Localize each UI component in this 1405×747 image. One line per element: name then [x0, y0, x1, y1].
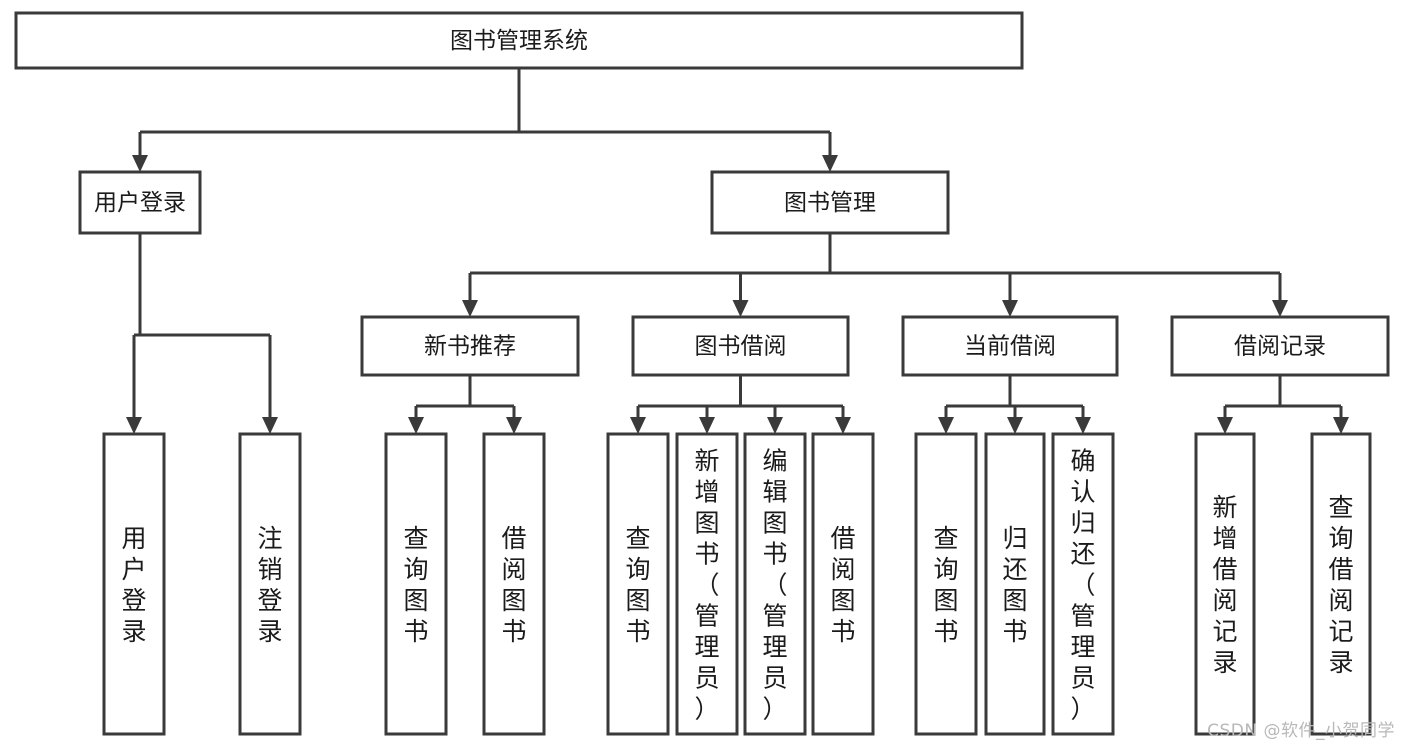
book-borrow-branch-1-arrowhead — [699, 417, 715, 434]
book-manage-branch-0-arrowhead — [462, 300, 478, 317]
node-current-borrow-label: 当前借阅 — [964, 334, 1056, 360]
node-leaf-query-book-2-label: 查询图书 — [625, 524, 650, 646]
node-user-login-box[interactable] — [78, 170, 202, 235]
node-leaf-user-logout-label: 注销登录 — [257, 524, 282, 646]
node-leaf-return-book[interactable]: 归还图书 — [984, 432, 1046, 736]
book-manage-branch-1-arrowhead — [732, 300, 749, 317]
node-leaf-edit-book-label: 编辑图书（管理员） — [762, 447, 787, 724]
node-user-login[interactable]: 用户登录 — [78, 170, 202, 235]
node-leaf-user-login[interactable]: 用户登录 — [102, 432, 166, 736]
node-leaf-query-book-1[interactable]: 查询图书 — [384, 432, 448, 736]
csdn-watermark: CSDN @软件_小贺同学 — [1207, 721, 1395, 741]
book-borrow-branch-3-arrowhead — [835, 417, 851, 434]
node-current-borrow[interactable]: 当前借阅 — [901, 315, 1119, 377]
book-manage-branch-3-arrowhead — [1272, 300, 1288, 317]
node-leaf-borrow-book-2[interactable]: 借阅图书 — [811, 432, 875, 736]
node-leaf-add-book[interactable]: 新增图书（管理员） — [675, 432, 739, 736]
node-leaf-return-book-box[interactable] — [984, 432, 1046, 736]
new-book-recommend-branch-1-arrowhead — [506, 417, 522, 434]
node-leaf-borrow-book-1-label: 借阅图书 — [501, 524, 526, 646]
node-book-borrow-box[interactable] — [631, 315, 850, 377]
node-new-book-recommend-label: 新书推荐 — [424, 334, 516, 360]
node-leaf-query-book-3[interactable]: 查询图书 — [914, 432, 978, 736]
new-book-recommend-branch-0-arrowhead — [408, 417, 424, 434]
book-borrow-branch-2-arrowhead — [767, 417, 783, 434]
node-leaf-confirm-return-box[interactable] — [1051, 432, 1115, 736]
node-leaf-borrow-book-1-box[interactable] — [482, 432, 546, 736]
node-root[interactable]: 图书管理系统 — [14, 11, 1024, 70]
node-leaf-return-book-label: 归还图书 — [1002, 524, 1027, 646]
node-book-manage-label: 图书管理 — [784, 190, 876, 216]
node-new-book-recommend-box[interactable] — [360, 315, 580, 377]
node-leaf-borrow-book-2-box[interactable] — [811, 432, 875, 736]
node-leaf-query-record[interactable]: 查询借阅记录 — [1310, 432, 1372, 736]
node-leaf-user-logout[interactable]: 注销登录 — [238, 432, 302, 736]
node-leaf-query-book-3-label: 查询图书 — [933, 524, 958, 646]
node-new-book-recommend[interactable]: 新书推荐 — [360, 315, 580, 377]
node-leaf-borrow-book-2-label: 借阅图书 — [830, 524, 855, 646]
current-borrow-branch-0-arrowhead — [938, 417, 954, 434]
node-leaf-add-record-label: 新增借阅记录 — [1212, 493, 1237, 677]
root-branch-0-arrowhead — [132, 155, 148, 172]
node-leaf-query-book-1-box[interactable] — [384, 432, 448, 736]
node-leaf-borrow-book-1[interactable]: 借阅图书 — [482, 432, 546, 736]
node-leaf-query-book-2-box[interactable] — [606, 432, 670, 736]
current-borrow-branch-1-arrowhead — [1007, 417, 1023, 434]
node-book-manage-box[interactable] — [710, 170, 950, 235]
node-leaf-user-login-box[interactable] — [102, 432, 166, 736]
node-current-borrow-box[interactable] — [901, 315, 1119, 377]
node-leaf-query-book-3-box[interactable] — [914, 432, 978, 736]
node-leaf-add-book-label: 新增图书（管理员） — [694, 447, 719, 724]
user-login-branch-0-arrowhead — [126, 417, 142, 434]
node-leaf-confirm-return-label: 确认归还（管理员） — [1070, 447, 1095, 724]
root-branch-1-arrowhead — [822, 155, 838, 172]
node-book-borrow[interactable]: 图书借阅 — [631, 315, 850, 377]
node-leaf-add-record-box[interactable] — [1194, 432, 1256, 736]
node-leaf-user-login-label: 用户登录 — [121, 524, 146, 646]
node-leaf-user-logout-box[interactable] — [238, 432, 302, 736]
book-borrow-branch-0-arrowhead — [630, 417, 646, 434]
node-leaf-query-record-box[interactable] — [1310, 432, 1372, 736]
borrow-record-branch-1-arrowhead — [1333, 417, 1349, 434]
node-leaf-query-book-1-label: 查询图书 — [403, 524, 428, 646]
node-leaf-add-book-box[interactable] — [675, 432, 739, 736]
borrow-record-branch-0-arrowhead — [1217, 417, 1233, 434]
node-leaf-add-record[interactable]: 新增借阅记录 — [1194, 432, 1256, 736]
node-leaf-edit-book[interactable]: 编辑图书（管理员） — [743, 432, 807, 736]
node-book-borrow-label: 图书借阅 — [695, 334, 787, 360]
node-leaf-edit-book-box[interactable] — [743, 432, 807, 736]
node-root-box[interactable] — [14, 11, 1024, 70]
node-borrow-record-label: 借阅记录 — [1234, 334, 1326, 360]
node-leaf-query-book-2[interactable]: 查询图书 — [606, 432, 670, 736]
node-leaf-confirm-return[interactable]: 确认归还（管理员） — [1051, 432, 1115, 736]
node-book-manage[interactable]: 图书管理 — [710, 170, 950, 235]
user-login-branch-1-arrowhead — [262, 417, 278, 434]
current-borrow-branch-2-arrowhead — [1075, 417, 1091, 434]
book-manage-branch-2-arrowhead — [1002, 300, 1018, 317]
node-user-login-label: 用户登录 — [94, 190, 186, 216]
node-root-label: 图书管理系统 — [450, 28, 588, 54]
node-borrow-record-box[interactable] — [1170, 315, 1390, 377]
node-leaf-query-record-label: 查询借阅记录 — [1328, 493, 1353, 677]
node-borrow-record[interactable]: 借阅记录 — [1170, 315, 1390, 377]
